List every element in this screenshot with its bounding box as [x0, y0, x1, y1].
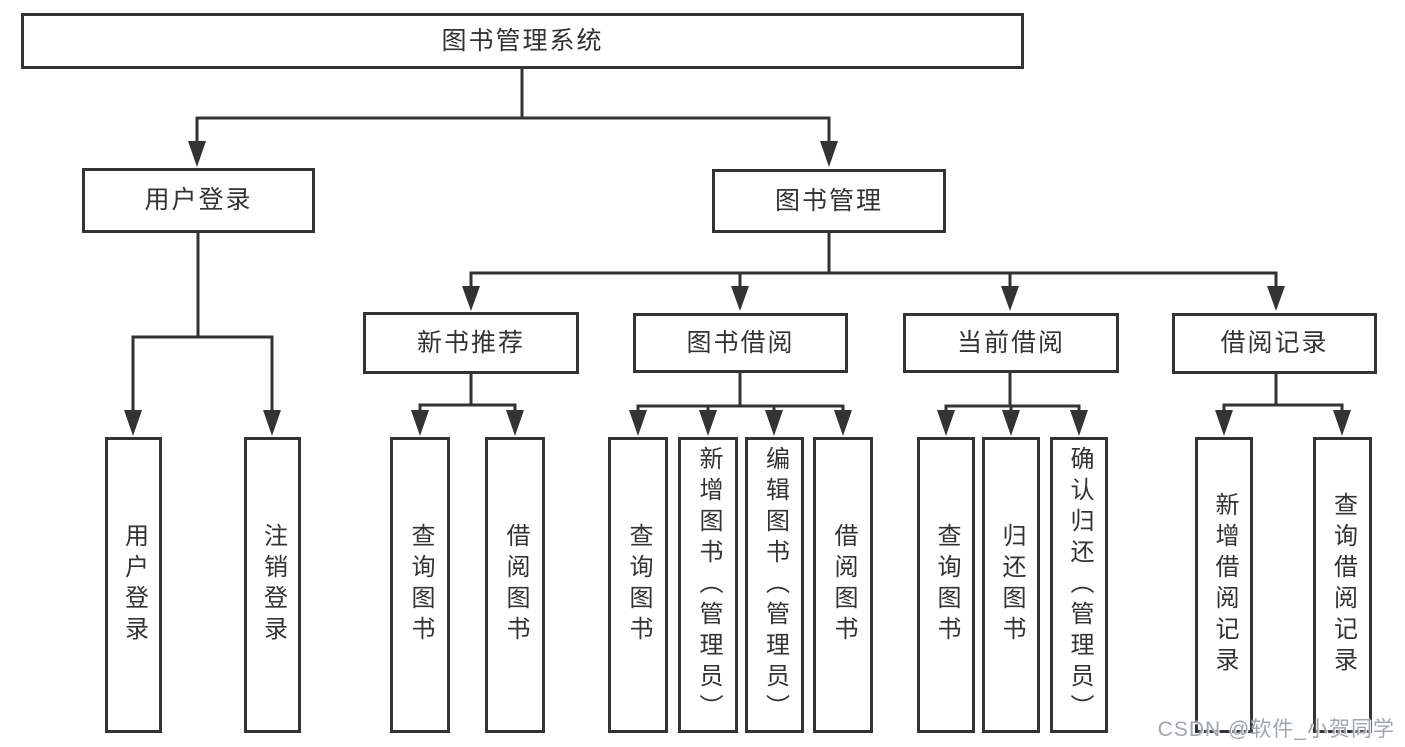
leaf-label: 查询图书 [625, 523, 652, 647]
node-book-management-label: 图书管理 [774, 186, 883, 215]
arrow-icon [937, 410, 955, 436]
leaf-borrow-books-recommend: 借阅图书 [485, 437, 545, 733]
node-root-label: 图书管理系统 [441, 26, 604, 55]
node-current-borrow: 当前借阅 [903, 313, 1119, 373]
leaf-label: 归还图书 [998, 523, 1025, 647]
leaf-label: 编辑图书（管理员） [761, 445, 789, 725]
arrow-icon [188, 141, 206, 167]
arrow-icon [1001, 286, 1019, 311]
edge-bookborrow-to-leaves [636, 371, 845, 422]
node-book-borrow: 图书借阅 [633, 313, 848, 373]
arrow-icon [1267, 286, 1285, 311]
leaf-user-login: 用户登录 [105, 437, 162, 733]
arrow-icon [1333, 410, 1351, 436]
leaf-label: 新增图书（管理员） [695, 445, 722, 725]
node-root: 图书管理系统 [21, 13, 1024, 69]
arrow-icon [629, 410, 647, 436]
leaf-label: 查询图书 [407, 523, 434, 647]
edge-root-to-level2 [195, 66, 831, 154]
edge-userlogin-to-leaves [131, 230, 274, 422]
node-new-book-recommend-label: 新书推荐 [416, 328, 525, 357]
leaf-borrow-books: 借阅图书 [813, 437, 873, 733]
leaf-add-borrow-record: 新增借阅记录 [1195, 437, 1253, 733]
leaf-label: 查询借阅记录 [1329, 492, 1357, 678]
leaf-label: 确认归还（管理员） [1066, 445, 1093, 725]
leaf-query-borrow-record: 查询借阅记录 [1313, 437, 1372, 733]
node-user-login: 用户登录 [82, 168, 315, 233]
arrow-icon [1215, 410, 1233, 436]
leaf-label: 借阅图书 [502, 523, 529, 647]
node-book-borrow-label: 图书借阅 [686, 328, 795, 357]
node-new-book-recommend: 新书推荐 [363, 312, 579, 374]
leaf-add-books-admin: 新增图书（管理员） [678, 437, 738, 733]
arrow-icon [462, 286, 480, 311]
leaf-query-books-recommend: 查询图书 [390, 437, 450, 733]
leaf-label: 借阅图书 [830, 523, 857, 647]
node-borrow-records: 借阅记录 [1172, 313, 1377, 374]
edge-newbook-to-leaves [418, 372, 517, 422]
arrow-icon [1070, 410, 1088, 436]
leaf-query-books-current: 查询图书 [917, 437, 975, 733]
edge-records-to-leaves [1222, 372, 1344, 422]
arrow-icon [731, 286, 749, 311]
node-borrow-records-label: 借阅记录 [1220, 329, 1329, 357]
arrow-icon [834, 410, 852, 436]
arrow-icon [411, 410, 429, 436]
leaf-query-books-borrow: 查询图书 [608, 437, 668, 733]
arrowheads [124, 141, 1351, 436]
leaf-logout-label: 注销登录 [259, 523, 287, 647]
leaf-logout: 注销登录 [244, 437, 301, 733]
arrow-icon [820, 141, 838, 167]
leaf-return-books: 归还图书 [982, 437, 1040, 733]
leaf-label: 查询图书 [933, 523, 960, 647]
leaf-confirm-return-admin: 确认归还（管理员） [1050, 437, 1108, 733]
arrow-icon [1002, 410, 1020, 436]
arrow-icon [506, 410, 524, 436]
leaf-label: 新增借阅记录 [1211, 492, 1238, 678]
csdn-watermark: CSDN @软件_小贺同学 [1157, 718, 1395, 741]
node-book-management: 图书管理 [712, 169, 946, 233]
edge-bookmgmt-to-level3 [469, 230, 1278, 298]
arrow-icon [263, 410, 281, 436]
node-current-borrow-label: 当前借阅 [956, 328, 1065, 357]
node-user-login-label: 用户登录 [144, 186, 253, 214]
arrow-icon [699, 410, 717, 436]
arrow-icon [765, 410, 783, 436]
leaf-edit-books-admin: 编辑图书（管理员） [745, 437, 804, 733]
arrow-icon [124, 410, 142, 436]
leaf-user-login-label: 用户登录 [120, 523, 148, 647]
